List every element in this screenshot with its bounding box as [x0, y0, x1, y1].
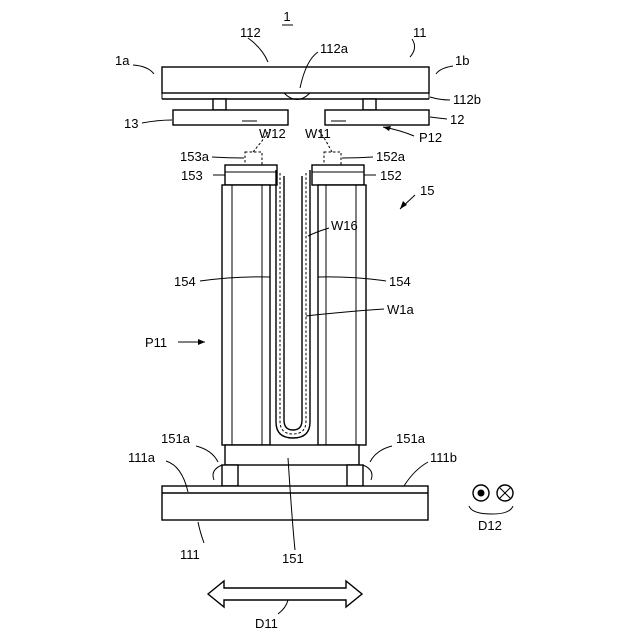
label-P12: P12 [419, 130, 442, 145]
label-13: 13 [124, 116, 138, 131]
label-112b: 112b [453, 92, 481, 107]
label-153: 153 [181, 168, 203, 183]
label-12: 12 [450, 112, 464, 127]
label-W11: W11 [305, 126, 331, 141]
label-153a: 153a [180, 149, 210, 164]
label-112: 112 [240, 25, 261, 40]
base-block-151 [225, 445, 359, 465]
plate-13 [173, 110, 288, 125]
label-1b: 1b [455, 53, 469, 68]
top-block-153 [225, 165, 277, 185]
figure-number: 1 [283, 9, 290, 24]
label-1a: 1a [115, 53, 130, 68]
label-154-right: 154 [389, 274, 411, 289]
label-151a-right: 151a [396, 431, 426, 446]
upper-plate-112 [162, 67, 429, 93]
lower-plate-111 [162, 486, 428, 520]
pad-153a [245, 152, 262, 165]
label-152a: 152a [376, 149, 406, 164]
label-D12: D12 [478, 518, 502, 533]
label-15: 15 [420, 183, 434, 198]
label-152: 152 [380, 168, 402, 183]
into-page-cross-icon [497, 485, 513, 501]
label-111b: 111b [430, 450, 457, 465]
pad-152a [324, 152, 341, 165]
foot-151a-right [347, 465, 363, 486]
direction-arrow-D11 [208, 581, 362, 607]
post-right [363, 99, 376, 110]
label-112a: 112a [320, 41, 349, 56]
label-151a-left: 151a [161, 431, 191, 446]
label-W12: W12 [259, 126, 286, 141]
label-11: 11 [413, 25, 427, 40]
foot-151a-left [222, 465, 238, 486]
top-block-152 [312, 165, 364, 185]
column-154-left [222, 185, 270, 445]
label-W16: W16 [331, 218, 358, 233]
label-151: 151 [282, 551, 304, 566]
label-111: 111 [180, 547, 200, 562]
plate-12 [325, 110, 429, 125]
label-P11: P11 [145, 335, 167, 350]
cable-W16-inner [284, 176, 302, 430]
label-W1a: W1a [387, 302, 415, 317]
post-left [213, 99, 226, 110]
label-D11: D11 [255, 616, 278, 631]
cable-W16-outer [276, 170, 310, 438]
label-154-left: 154 [174, 274, 196, 289]
label-111a: 111a [128, 450, 156, 465]
out-of-page-dot-icon [473, 485, 489, 501]
